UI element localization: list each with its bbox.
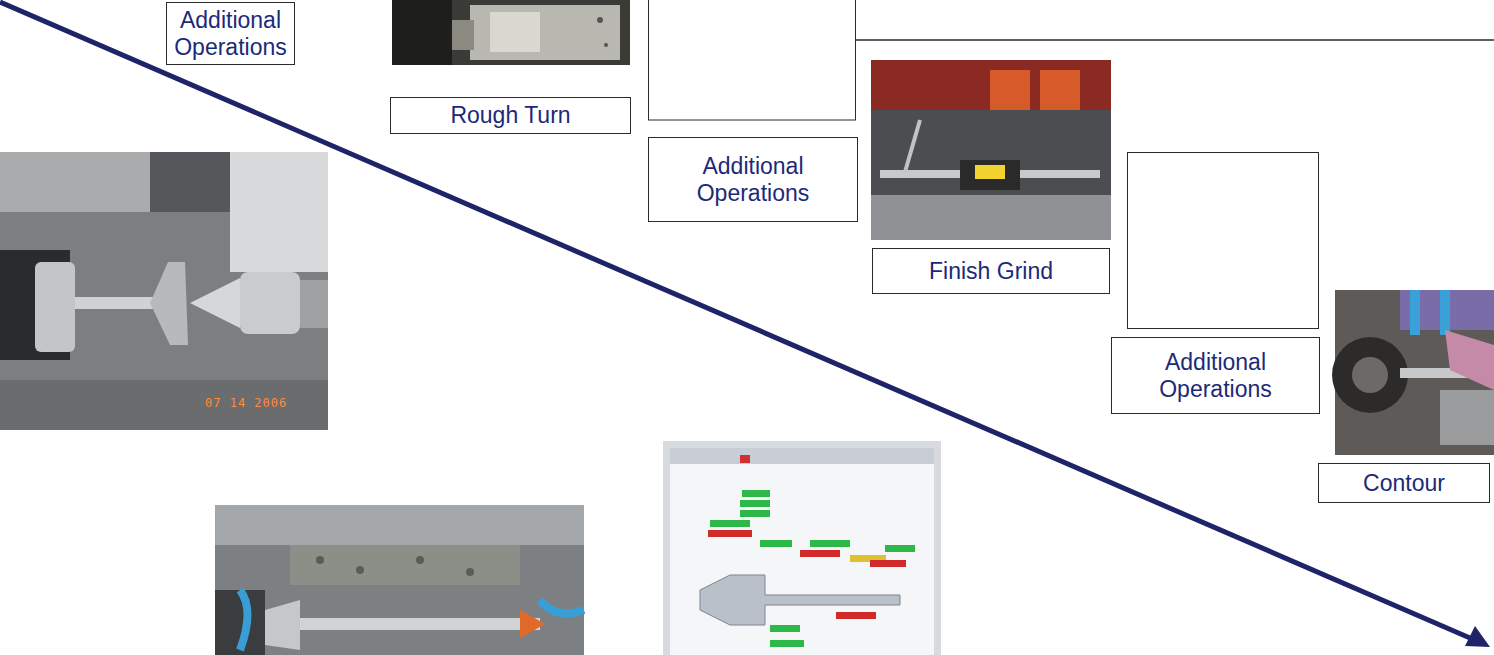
placeholder-box	[1128, 153, 1319, 329]
process-step-box: Additional Operations	[648, 137, 858, 222]
process-step-box: Contour	[1318, 463, 1490, 503]
lathe-photo	[0, 152, 328, 430]
placeholder-box	[649, 0, 856, 120]
frame-box	[850, 0, 1494, 40]
grinder-photo	[871, 60, 1111, 240]
step-label: Rough Turn	[450, 102, 570, 128]
process-step-box: Additional Operations	[166, 2, 295, 65]
milling-photo	[215, 505, 584, 655]
screen-photo	[663, 441, 941, 655]
step-label: Additional Operations	[173, 7, 288, 60]
step-label: Additional Operations	[1118, 349, 1313, 402]
process-step-box: Finish Grind	[872, 248, 1110, 294]
contour-photo	[1332, 290, 1494, 455]
step-label: Additional Operations	[655, 153, 851, 206]
photo-date-stamp: 07 14 2006	[205, 396, 287, 410]
step-label: Contour	[1363, 470, 1445, 496]
process-step-box: Rough Turn	[390, 97, 631, 134]
process-step-box: Additional Operations	[1111, 337, 1320, 414]
machine-photo	[392, 0, 630, 65]
step-label: Finish Grind	[929, 258, 1053, 284]
